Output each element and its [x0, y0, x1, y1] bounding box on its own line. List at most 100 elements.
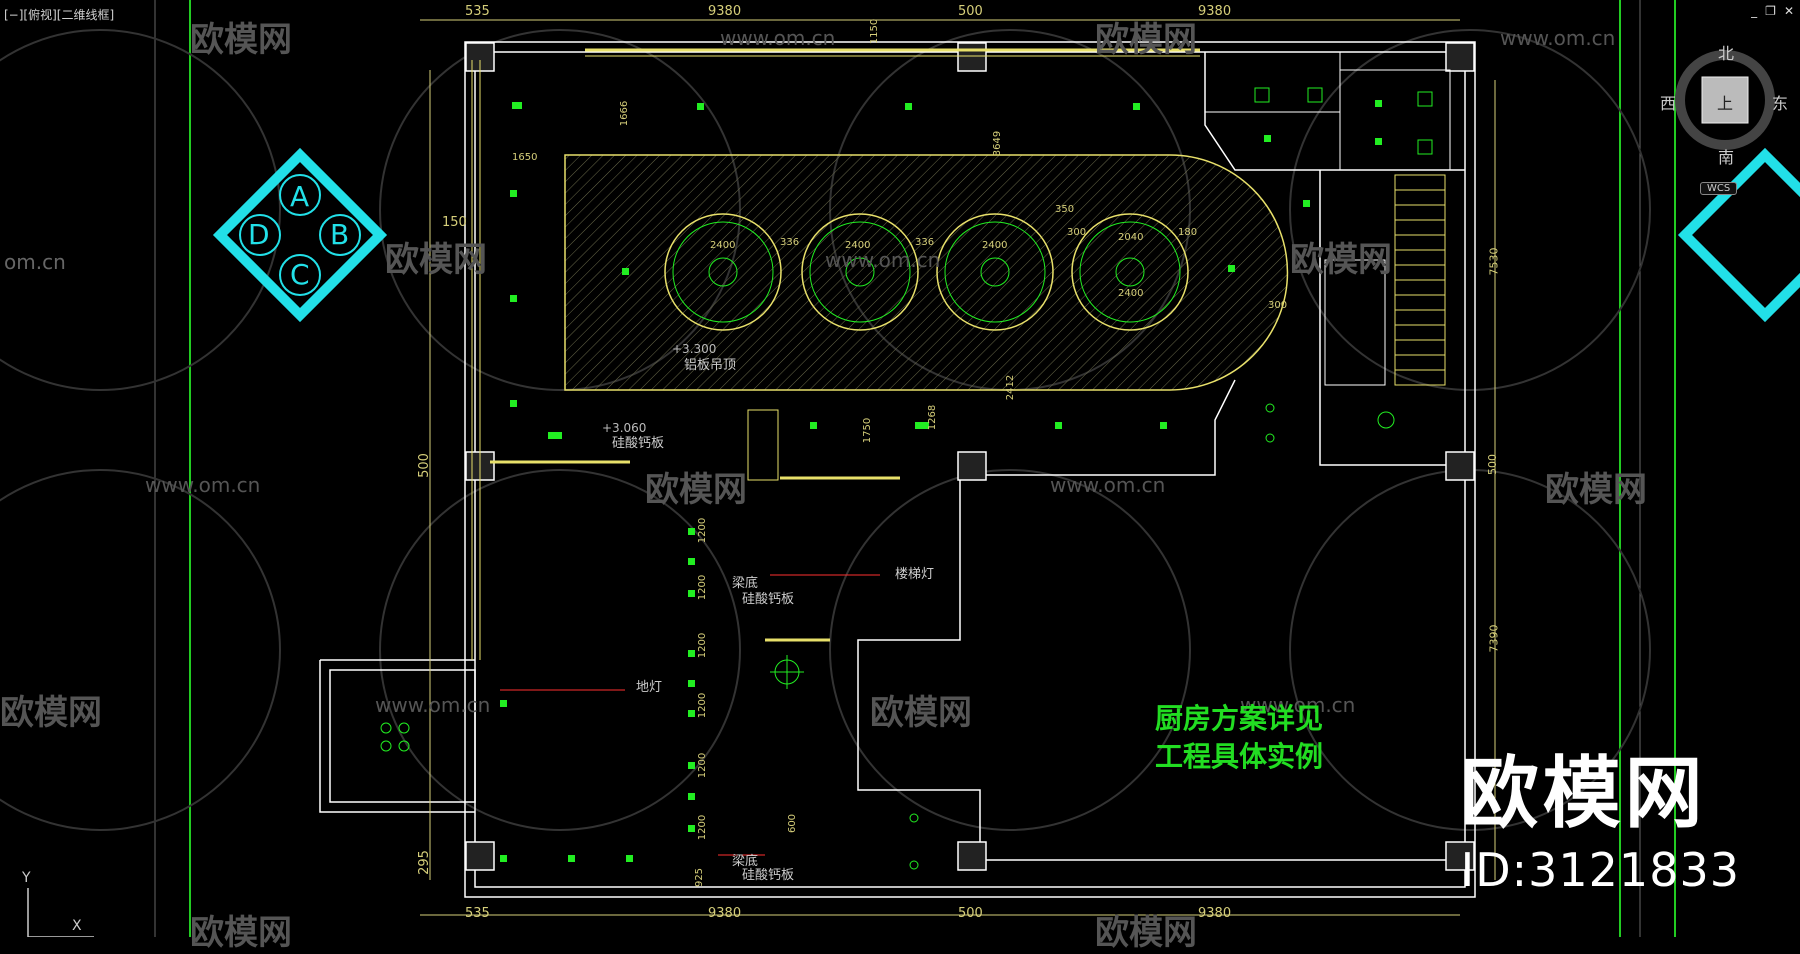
dim-col-3: 1200 [697, 692, 709, 719]
watermark-brand: 欧模网 [385, 240, 487, 280]
floor-marks [380, 403, 1395, 870]
dim-inner-3: 3649 [992, 130, 1004, 157]
close-icon[interactable]: ✕ [1783, 4, 1794, 18]
stair [1324, 174, 1446, 386]
dim-right-0: 7530 [1487, 247, 1501, 276]
dim-inner-4: 2400 [710, 240, 736, 251]
watermark-brand: 欧模网 [1545, 470, 1647, 510]
floor-light-label: 地灯 [636, 680, 663, 695]
section-marker-right [1677, 147, 1800, 323]
ceiling-level: +3.300 [672, 342, 717, 356]
wcs-menu[interactable]: WCS [1700, 182, 1738, 195]
watermark-logo: 欧模网 ID:3121833 [1461, 755, 1740, 897]
board-material: 硅酸钙板 [612, 436, 665, 451]
dim-inner-11: 2040 [1118, 232, 1144, 243]
light-strings [500, 574, 880, 856]
dim-inner-7: 336 [915, 237, 935, 248]
dim-inner-16: 1750 [862, 417, 874, 444]
section-letter-b: B [330, 218, 350, 251]
dim-inner-14: 300 [1268, 300, 1288, 311]
circular-ceilings [664, 213, 1189, 331]
stair-light-label: 楼梯灯 [895, 567, 935, 582]
watermark-url: www.om.cn [825, 248, 941, 272]
beam-board-2: 硅酸钙板 [742, 868, 795, 883]
dim-col-5: 1200 [697, 814, 709, 841]
dim-bottom-1: 9380 [708, 906, 742, 921]
dim-inner-2: 1150 [869, 18, 881, 45]
dim-inner-19: 925 [694, 867, 706, 888]
dim-inner-18: 600 [787, 813, 799, 834]
viewport-label[interactable]: [−][俯视][二维线框] [4, 8, 115, 22]
section-letter-c: C [290, 258, 310, 291]
dim-top-2: 500 [958, 4, 983, 19]
watermark-brand: 欧模网 [1095, 20, 1197, 60]
watermark-url: www.om.cn [1500, 26, 1616, 50]
ceiling-material: 铝板吊顶 [684, 358, 737, 373]
kitchen-note-line2: 工程具体实例 [1155, 740, 1324, 773]
beam-bottom-1: 梁底 [732, 576, 759, 591]
watermark-brand: 欧模网 [0, 693, 102, 733]
dim-top-3: 9380 [1198, 4, 1232, 19]
compass-west[interactable]: 西 [1660, 94, 1677, 113]
hatched-ceiling [564, 154, 1289, 391]
dim-inner-6: 2400 [845, 240, 871, 251]
viewcube[interactable]: 北 南 东 西 上 [1660, 40, 1790, 170]
watermark-url: www.om.cn [1240, 693, 1356, 717]
watermark-url: www.om.cn [145, 473, 261, 497]
dim-inner-0: 1666 [619, 100, 631, 127]
ucs-icon: Y X [14, 868, 104, 937]
dim-col-1: 1200 [697, 574, 709, 601]
watermark-logo-text: 欧模网 [1460, 749, 1707, 839]
watermark-url: www.om.cn [1050, 473, 1166, 497]
kitchen-note-line1: 厨房方案详见 [1155, 702, 1324, 735]
section-letter-d: D [248, 218, 270, 251]
dim-inner-17: 1268 [927, 404, 939, 431]
minimize-icon[interactable]: _ [1751, 4, 1758, 18]
compass-south[interactable]: 南 [1718, 148, 1735, 167]
board-level: +3.060 [602, 421, 647, 435]
dim-col-2: 1200 [697, 632, 709, 659]
viewcube-top[interactable]: 上 [1717, 94, 1734, 113]
dim-right-2: 7390 [1487, 624, 1501, 653]
dim-bottom-2: 500 [958, 906, 983, 921]
compass-east[interactable]: 东 [1772, 94, 1789, 113]
section-letter-a: A [290, 180, 310, 213]
dim-left-1: 500 [416, 453, 432, 478]
kitchen-note: 厨房方案详见 工程具体实例 [1155, 700, 1323, 776]
dim-inner-8: 2400 [982, 240, 1008, 251]
beam-bottom-2: 梁底 [732, 854, 759, 869]
beam-board-1: 硅酸钙板 [742, 592, 795, 607]
ceiling-lights [500, 100, 1382, 862]
watermark-brand: 欧模网 [190, 913, 292, 953]
watermark-brand: 欧模网 [870, 693, 972, 733]
dim-top-0: 535 [465, 4, 490, 19]
dimension-lines [420, 19, 1496, 916]
dim-left-0: 150 [442, 215, 467, 230]
ceiling-trims [471, 48, 1200, 660]
ucs-axes-icon [27, 888, 94, 937]
watermark-brand: 欧模网 [190, 20, 292, 60]
dim-inner-10: 300 [1067, 227, 1087, 238]
dim-inner-12: 180 [1178, 227, 1198, 238]
watermark-brand: 欧模网 [645, 470, 747, 510]
watermark-id: ID:3121833 [1460, 843, 1740, 897]
dim-inner-9: 350 [1055, 204, 1075, 215]
dim-left-2: 295 [416, 850, 432, 875]
top-right-rooms [1204, 51, 1451, 171]
restore-icon[interactable]: ❐ [1765, 4, 1776, 18]
watermark-url: www.om.cn [375, 693, 491, 717]
dim-inner-1: 1650 [512, 152, 538, 163]
dim-top-1: 9380 [708, 4, 742, 19]
compass-north[interactable]: 北 [1718, 44, 1735, 63]
compass-ring-icon [1675, 50, 1775, 150]
dim-inner-5: 336 [780, 237, 800, 248]
watermark-circles [0, 29, 1651, 831]
dim-inner-13: 2400 [1118, 288, 1144, 299]
ucs-x-label: X [72, 918, 82, 934]
section-marker-left [212, 147, 388, 323]
watermark-brand: 欧模网 [1095, 913, 1197, 953]
ucs-y-label: Y [22, 870, 31, 886]
watermark-url: www.om.cn [720, 26, 836, 50]
columns [465, 42, 1475, 871]
